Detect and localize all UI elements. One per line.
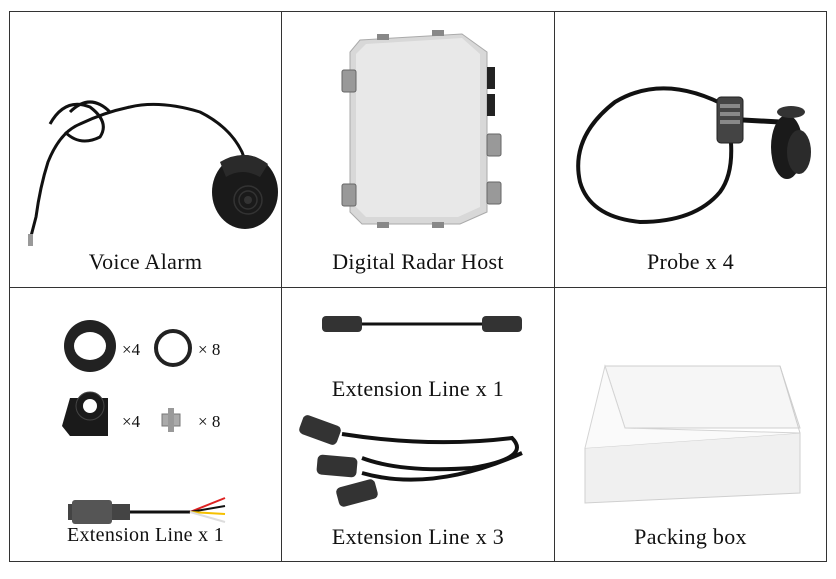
cell-packing-box: Packing box — [555, 288, 826, 561]
caption-probe: Probe x 4 — [646, 249, 735, 274]
caption-radar-host: Digital Radar Host — [332, 249, 504, 274]
extension-lines-image — [299, 316, 523, 507]
qty-screw: × 8 — [198, 412, 221, 431]
qty-o-ring: × 8 — [198, 340, 221, 359]
accessories-image — [62, 320, 226, 524]
cell-radar-host: Digital Radar Host — [282, 12, 554, 287]
grid-divider — [281, 12, 282, 561]
cell-accessories: ×4 × 8 ×4 × 8 Extension Line x 1 — [10, 288, 281, 561]
product-grid: Voice Alarm Digital Radar Host — [9, 11, 827, 562]
cell-voice-alarm: Voice Alarm — [10, 12, 281, 287]
caption-extension-line-single: Extension Line x 1 — [331, 376, 505, 401]
grid-divider — [10, 287, 826, 288]
cell-extension-lines: Extension Line x 1 Extension Line x 3 — [282, 288, 554, 561]
caption-packing-box: Packing box — [634, 524, 747, 549]
packing-box-image — [584, 364, 801, 504]
qty-rubber-ring: ×4 — [122, 340, 141, 359]
qty-bracket: ×4 — [122, 412, 141, 431]
cell-probe: Probe x 4 — [555, 12, 826, 287]
voice-alarm-image — [28, 100, 278, 246]
grid-divider — [554, 12, 555, 561]
caption-extension-line-triple: Extension Line x 3 — [331, 524, 505, 549]
caption-voice-alarm: Voice Alarm — [88, 249, 203, 274]
radar-host-image — [341, 30, 502, 228]
probe-image — [576, 86, 811, 225]
caption-accessory-extension: Extension Line x 1 — [66, 524, 225, 546]
